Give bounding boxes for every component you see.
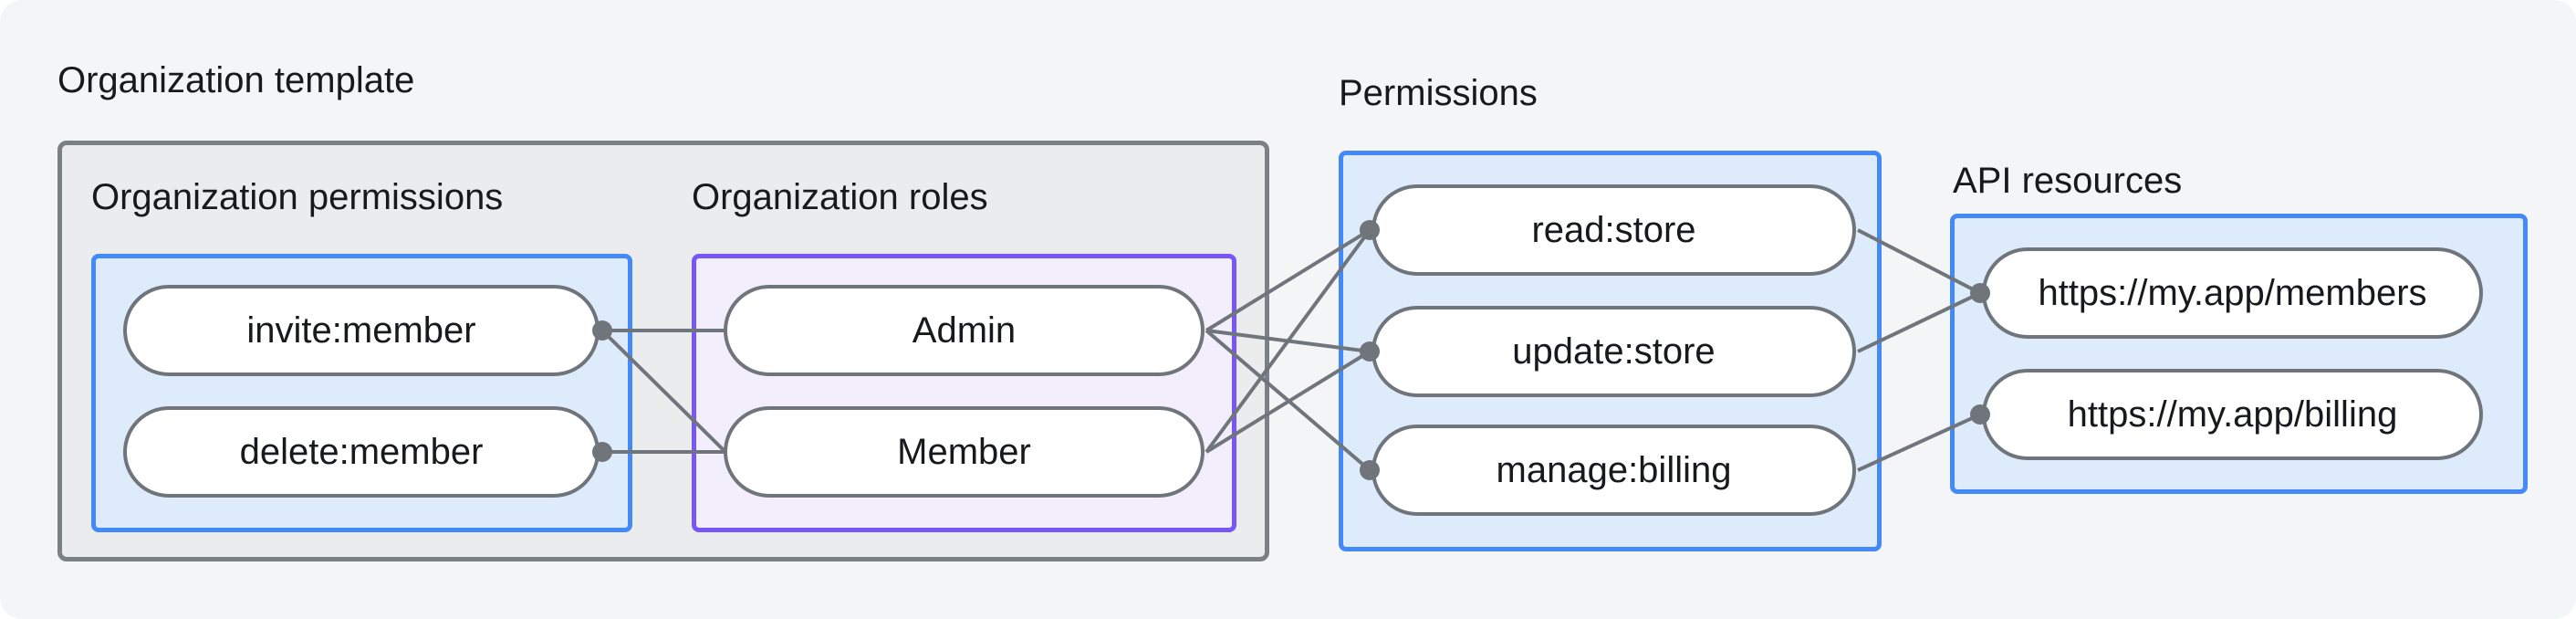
org-template-label: Organization template <box>57 60 415 100</box>
org-permissions-box: invite:member delete:member <box>91 254 632 532</box>
node-member-label: Member <box>897 431 1031 472</box>
permissions-box: read:store update:store manage:billing <box>1339 151 1882 551</box>
node-manage-billing: manage:billing <box>1371 425 1856 516</box>
org-template-box: Organization permissions Organization ro… <box>57 141 1269 561</box>
node-delete-member-label: delete:member <box>239 431 484 472</box>
node-update-store: update:store <box>1371 306 1856 397</box>
node-update-store-label: update:store <box>1512 330 1716 372</box>
org-roles-label: Organization roles <box>692 177 988 217</box>
node-manage-billing-label: manage:billing <box>1496 449 1732 490</box>
node-api-members-label: https://my.app/members <box>2038 272 2427 313</box>
org-roles-box: Admin Member <box>692 254 1236 532</box>
node-member: Member <box>724 406 1205 498</box>
org-permissions-label: Organization permissions <box>91 177 504 217</box>
node-api-billing: https://my.app/billing <box>1982 369 2483 460</box>
api-resources-label: API resources <box>1953 161 2183 201</box>
node-read-store-label: read:store <box>1531 209 1696 250</box>
node-api-members: https://my.app/members <box>1982 247 2483 339</box>
node-invite-member: invite:member <box>123 285 600 376</box>
node-read-store: read:store <box>1371 184 1856 276</box>
permissions-label: Permissions <box>1339 73 1538 113</box>
node-delete-member: delete:member <box>123 406 600 498</box>
node-api-billing-label: https://my.app/billing <box>2067 393 2398 435</box>
node-admin: Admin <box>724 285 1205 376</box>
api-resources-box: https://my.app/members https://my.app/bi… <box>1950 214 2528 494</box>
node-invite-member-label: invite:member <box>246 310 476 351</box>
node-admin-label: Admin <box>912 310 1017 351</box>
